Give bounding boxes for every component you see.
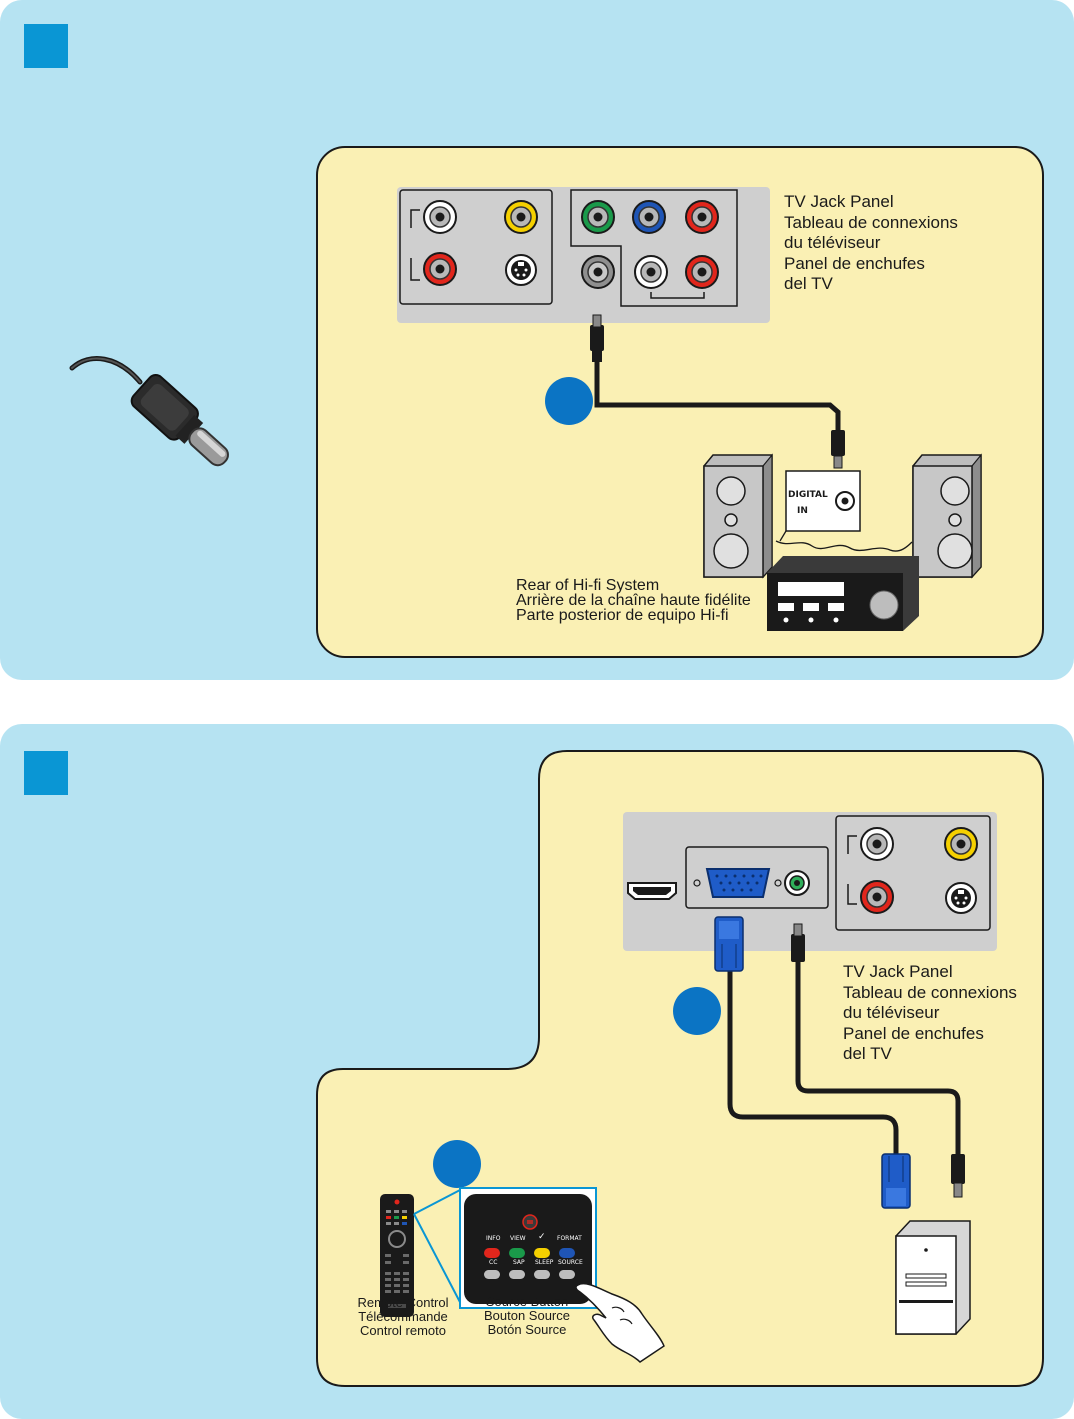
- hifi-rear-label: Rear of Hi-fi System Arrière de la chaîn…: [516, 577, 751, 624]
- remote-control-icon: [380, 1194, 414, 1317]
- hifi-receiver-icon: [767, 556, 919, 631]
- digital-in-label: DIGITAL IN: [788, 490, 828, 516]
- remote-control-caption: Remote Control Télécommande Control remo…: [357, 1295, 449, 1338]
- bottom-panel: INFO VIEW ✓ FORMAT CC SAP SLEEP SOURCE T…: [0, 724, 1074, 1419]
- step-marker-bottom: [24, 751, 68, 795]
- tv-jack-panel-label-top: TV Jack Panel Tableau de connexions du t…: [784, 192, 958, 293]
- step-marker-top: [24, 24, 68, 68]
- step-circle-bottom-2: [433, 1140, 481, 1188]
- source-button-caption: Source Button Bouton Source Botón Source: [483, 1294, 570, 1337]
- coaxial-cable-plug-icon: [69, 356, 229, 467]
- tv-jack-panel-top: [397, 187, 770, 323]
- coaxial-cable-top: [590, 314, 845, 469]
- pointing-hand-icon: [575, 1282, 665, 1363]
- tv-jack-panel-label-bottom: TV Jack Panel Tableau de connexions du t…: [843, 962, 1017, 1063]
- audio-cable: [791, 923, 965, 1198]
- step-circle-top: [545, 377, 593, 425]
- vga-cable: [714, 916, 911, 1209]
- top-panel: TV Jack Panel Tableau de connexions du t…: [0, 0, 1074, 680]
- step-circle-bottom-1: [673, 987, 721, 1035]
- computer-tower-icon: [895, 1220, 971, 1335]
- tv-jack-panel-bottom: [623, 812, 997, 951]
- remote-zoom-view: [459, 1187, 597, 1309]
- digital-in-box: [785, 470, 861, 532]
- speaker-icon-right: [912, 453, 982, 579]
- top-diagram: [69, 146, 1044, 658]
- speaker-icon-left: [703, 453, 773, 579]
